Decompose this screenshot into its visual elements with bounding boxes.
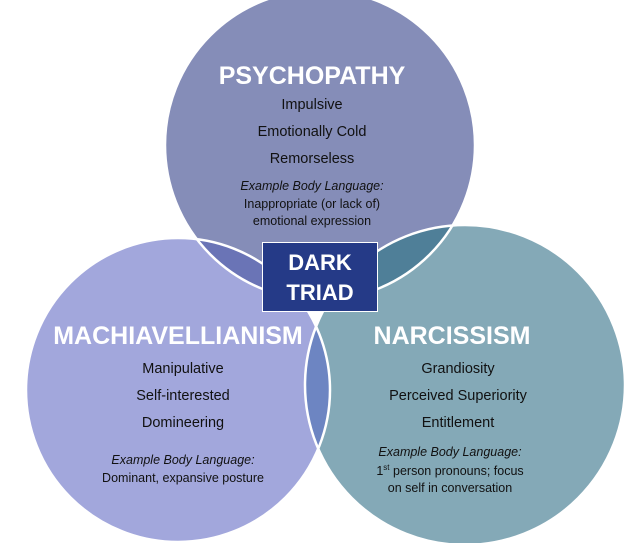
trait: Grandiosity xyxy=(421,361,495,377)
trait: Impulsive xyxy=(281,97,343,113)
narcissism-traits: Grandiosity Perceived Superiority Entitl… xyxy=(389,356,527,437)
circle-psychopathy xyxy=(165,0,475,300)
example-line: emotional expression xyxy=(252,214,372,228)
example-line: on self in conversation xyxy=(387,481,513,496)
example-line: 1st person pronouns; focus xyxy=(376,462,523,481)
trait: Perceived Superiority xyxy=(389,388,527,404)
narcissism-title: NARCISSISM xyxy=(373,322,531,350)
trait: Entitlement xyxy=(421,415,495,431)
machiavellianism-example: Example Body Language: Dominant, expansi… xyxy=(102,452,264,487)
machiavellianism-traits: Manipulative Self-interested Domineering xyxy=(136,356,230,437)
circle-machiavellianism xyxy=(26,238,330,542)
narcissism-example: Example Body Language: 1st person pronou… xyxy=(376,444,523,498)
dark-triad-label: DARK TRIAD xyxy=(262,242,378,312)
psychopathy-title: PSYCHOPATHY xyxy=(218,62,406,90)
example-line: Inappropriate (or lack of) xyxy=(243,196,381,211)
trait: Emotionally Cold xyxy=(257,124,367,140)
psychopathy-example: Example Body Language: Inappropriate (or… xyxy=(240,178,383,231)
center-line-1: DARK xyxy=(288,250,352,275)
machiavellianism-title: MACHIAVELLIANISM xyxy=(53,322,303,350)
center-line-2: TRIAD xyxy=(286,280,354,305)
circle-narcissism xyxy=(305,225,625,543)
example-label: Example Body Language: xyxy=(378,445,522,459)
ordinal-number: 1 xyxy=(376,463,384,478)
trait: Remorseless xyxy=(269,151,355,167)
trait: Self-interested xyxy=(136,388,230,404)
ordinal-suffix: st xyxy=(383,462,390,472)
example-label: Example Body Language: xyxy=(240,179,384,193)
example-label: Example Body Language: xyxy=(111,453,255,467)
example-text: person pronouns; focus xyxy=(389,463,524,478)
trait: Manipulative xyxy=(142,361,224,377)
trait: Domineering xyxy=(141,415,225,431)
psychopathy-traits: Impulsive Emotionally Cold Remorseless xyxy=(258,92,367,173)
example-line: Dominant, expansive posture xyxy=(102,470,264,485)
